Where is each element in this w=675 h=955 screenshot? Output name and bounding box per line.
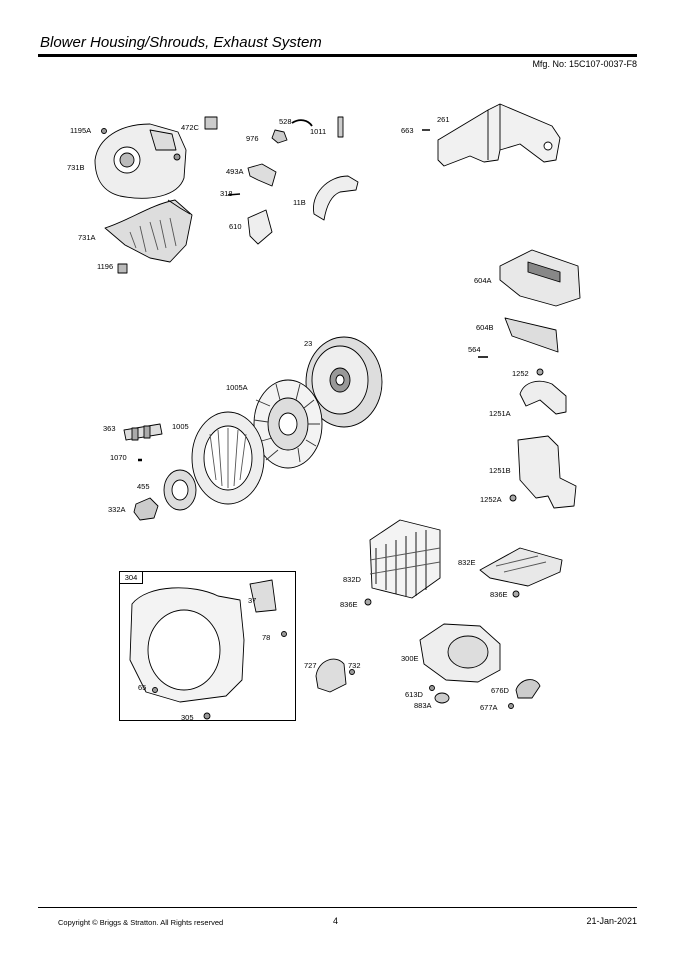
part-332A-label: 332A	[108, 505, 126, 514]
part-305-label: 305	[181, 713, 194, 722]
part-1070-label: 1070	[110, 453, 127, 462]
footer-date: 21-Jan-2021	[586, 916, 637, 926]
part-613D-label: 613D	[405, 690, 423, 699]
part-836E-left-label: 836E	[340, 600, 358, 609]
part-1251B-label: 1251B	[489, 466, 511, 475]
part-727-drawing	[315, 658, 355, 693]
part-1195A-label: 1195A	[70, 126, 92, 135]
part-1252-label: 1252	[512, 369, 529, 378]
part-493A-label: 493A	[226, 167, 244, 176]
page-number: 4	[333, 916, 339, 926]
part-663-label: 663	[401, 126, 414, 135]
part-1011-label: 1011	[310, 127, 327, 136]
part-604A-label: 604A	[474, 276, 492, 285]
part-564-label: 564	[468, 345, 481, 354]
part-832D-label: 832D	[343, 575, 361, 584]
part-1251A-drawing	[519, 368, 567, 415]
part-1251A-label: 1251A	[489, 409, 511, 418]
part-472C-label: 472C	[181, 123, 199, 132]
part-23-label: 23	[304, 339, 313, 348]
part-832E-drawing	[479, 547, 563, 598]
part-455-drawing	[133, 469, 197, 521]
page-title: Blower Housing/Shrouds, Exhaust System	[40, 34, 322, 51]
part-883A-label: 883A	[414, 701, 432, 710]
part-455-label: 455	[137, 482, 150, 491]
part-836E-right-label: 836E	[490, 590, 508, 599]
part-23-drawing	[305, 336, 383, 428]
header-rule	[38, 54, 637, 57]
part-65-label: 65	[138, 683, 147, 692]
part-78-label: 78	[262, 633, 271, 642]
part-261-drawing	[422, 103, 561, 167]
part-1196-label: 1196	[97, 262, 114, 271]
copyright-text: Copyright © Briggs & Stratton. All Right…	[58, 918, 224, 927]
part-1005-label: 1005	[172, 422, 189, 431]
part-11B-label: 11B	[293, 198, 306, 207]
part-363-drawing	[123, 423, 163, 462]
part-676D-label: 676D	[491, 686, 509, 695]
part-732-label: 732	[348, 661, 361, 670]
part-610-label: 610	[229, 222, 242, 231]
part-604A-drawing	[499, 249, 581, 307]
blower-housing-kit-box	[119, 571, 296, 721]
part-318-label: 318	[220, 189, 233, 198]
part-727-label: 727	[304, 661, 317, 670]
part-1005-drawing	[191, 411, 265, 505]
part-731B-label: 731B	[67, 163, 85, 172]
part-677A-label: 677A	[480, 703, 498, 712]
footer-rule	[38, 907, 637, 908]
part-304-label: 304	[119, 571, 143, 584]
part-304-drawing	[129, 579, 287, 720]
part-261-label: 261	[437, 115, 450, 124]
part-300E-drawing	[419, 623, 541, 709]
part-1005A-label: 1005A	[226, 383, 248, 392]
part-37-label: 37	[248, 596, 257, 605]
part-363-label: 363	[103, 424, 116, 433]
part-832D-drawing	[364, 519, 441, 606]
part-300E-label: 300E	[401, 654, 419, 663]
small-hardware-top	[101, 116, 359, 274]
part-832E-label: 832E	[458, 558, 476, 567]
part-731A-drawing	[104, 199, 193, 263]
part-731B-drawing	[94, 123, 187, 199]
part-976-label: 976	[246, 134, 259, 143]
part-604B-label: 604B	[476, 323, 494, 332]
part-1251B-drawing	[509, 435, 577, 509]
part-1005A-drawing	[253, 379, 323, 469]
part-604B-drawing	[504, 317, 559, 353]
mfg-number: Mfg. No: 15C107-0037-F8	[532, 59, 637, 69]
part-1252A-label: 1252A	[480, 495, 502, 504]
part-731A-label: 731A	[78, 233, 96, 242]
part-528-label: 528	[279, 117, 292, 126]
